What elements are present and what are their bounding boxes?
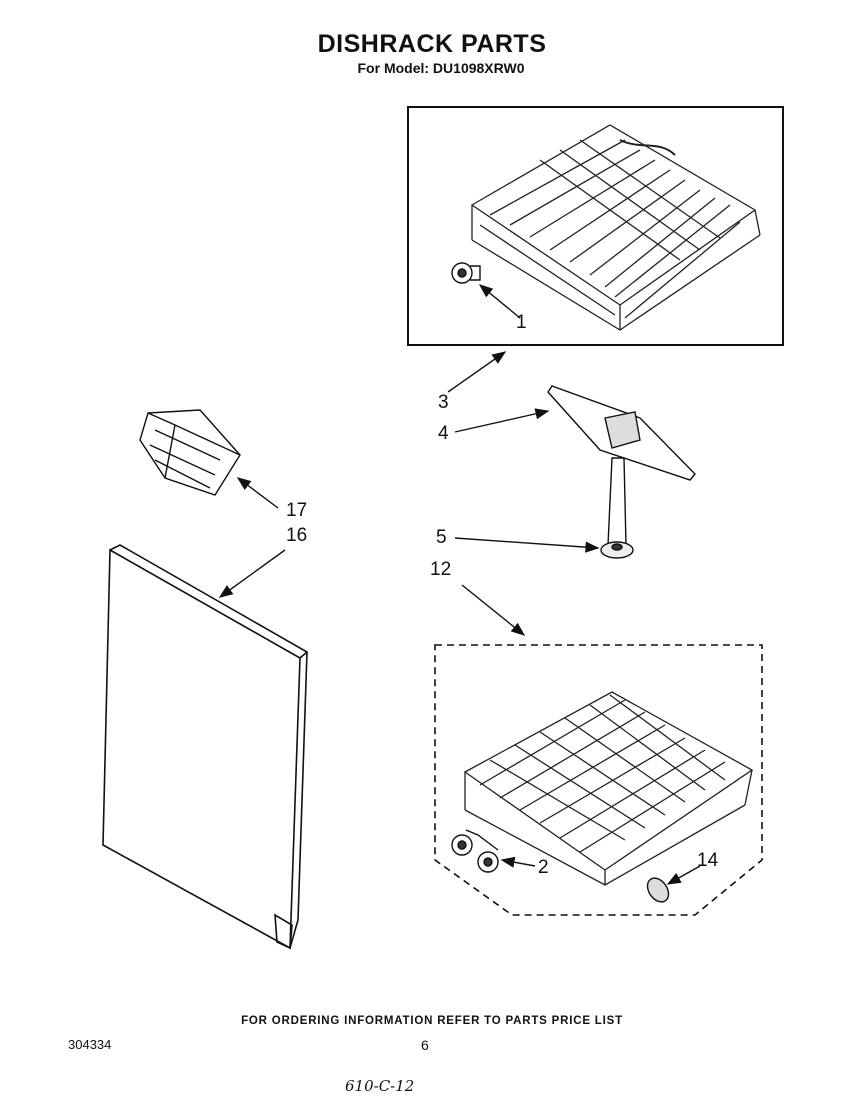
callout-16: 16 [286,525,308,546]
door-panel [102,544,309,950]
leader-4 [454,408,550,433]
callout-17: 17 [286,500,308,521]
lower-rack-box [434,644,763,916]
leader-14 [666,865,701,885]
upper-dishrack [470,124,761,331]
leader-16 [218,549,286,598]
spray-arm [547,385,696,481]
callout-4: 4 [438,423,449,444]
rack-roller-part-1 [451,262,481,284]
callout-1: 1 [516,312,527,333]
page-title: DISHRACK PARTS [317,30,547,58]
callout-2: 2 [538,857,549,878]
document-number: 304334 [68,1037,112,1052]
callout-14: 14 [697,850,719,871]
ordering-note: FOR ORDERING INFORMATION REFER TO PARTS … [241,1015,623,1027]
leader-12 [461,584,526,636]
model-subtitle: For Model: DU1098XRW0 [357,60,525,76]
leader-5 [454,537,600,553]
leader-17 [236,477,279,509]
leader-2 [500,856,536,868]
callout-5: 5 [436,527,447,548]
leader-3 [447,351,507,393]
handwritten-note: 610-C-12 [345,1077,415,1095]
lower-rack-wheels [451,829,499,873]
silverware-basket [139,409,241,496]
callout-3: 3 [438,392,449,413]
lower-dishrack [463,691,754,886]
upper-rack-box [407,106,784,346]
leader-1 [478,284,521,319]
page-number: 6 [421,1037,429,1053]
spray-tube [600,457,634,559]
callout-12: 12 [430,559,452,580]
rack-stop-part-14 [646,877,670,903]
